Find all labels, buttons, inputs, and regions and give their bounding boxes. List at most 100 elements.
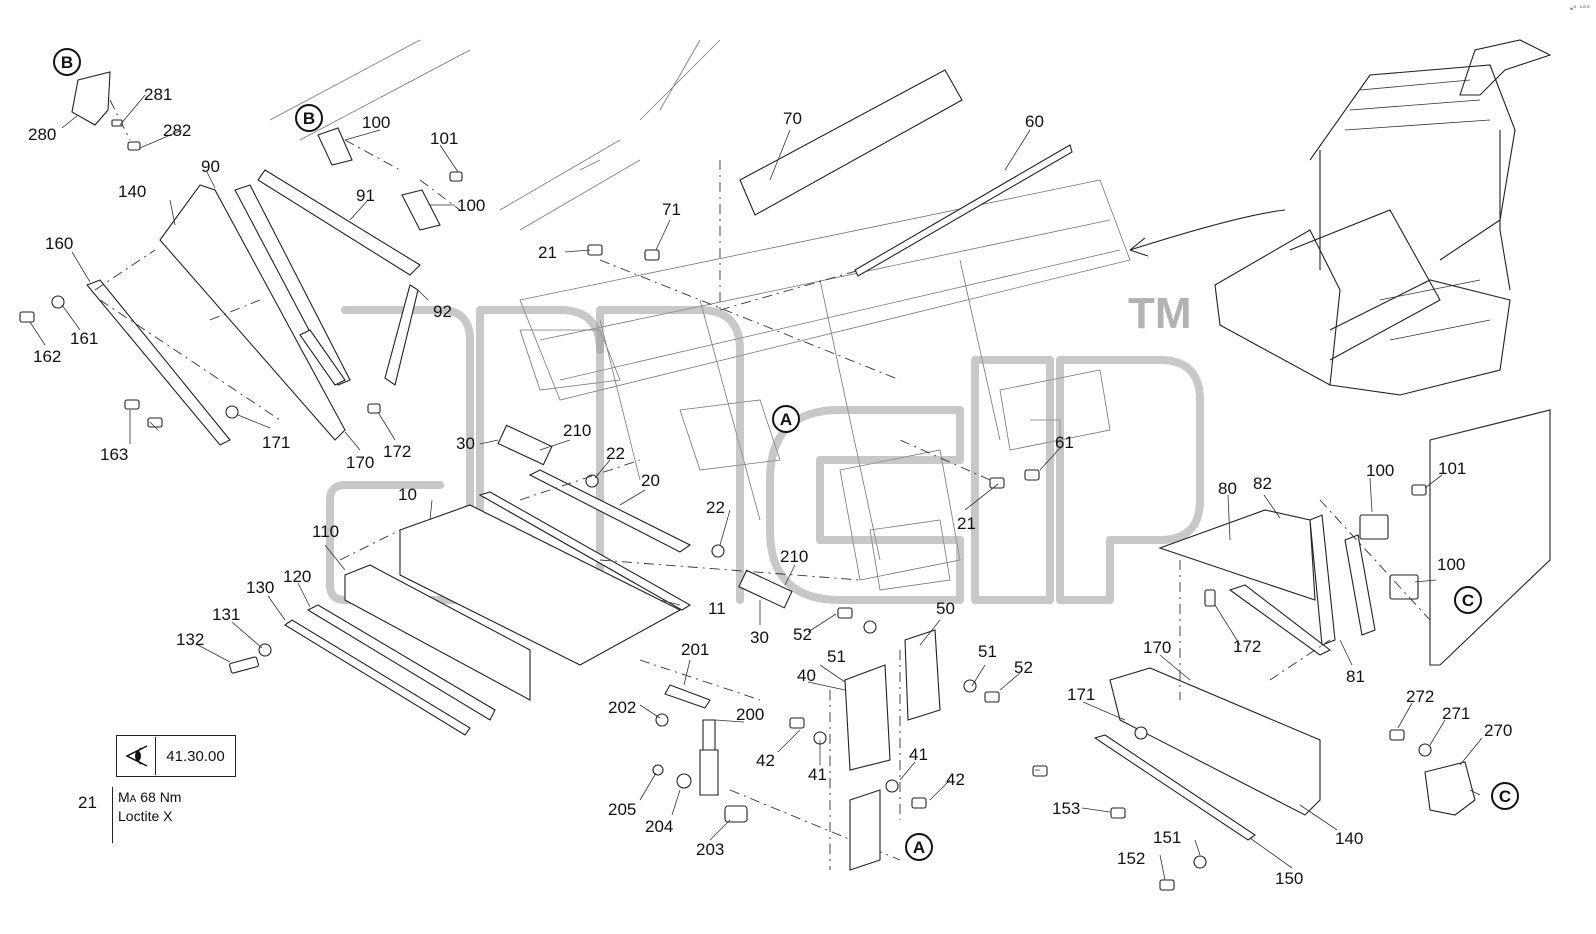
eye-icon [117, 737, 156, 775]
torque-subscript: A [129, 794, 137, 805]
ref-B1: B [53, 48, 81, 76]
callout-132: 132 [176, 630, 204, 649]
callout-170b: 170 [1143, 638, 1171, 657]
callout-272: 272 [1406, 687, 1434, 706]
callout-81: 81 [1346, 667, 1365, 686]
callout-100a: 100 [362, 113, 390, 132]
note-details: MA 68 Nm Loctite X [118, 789, 181, 824]
left-side-plate-group [19, 71, 463, 446]
watermark-logo: TM [326, 289, 1204, 604]
callout-51a: 51 [827, 647, 846, 666]
center-assembly [229, 424, 861, 736]
callout-210a: 210 [563, 421, 591, 440]
curved-arrow-icon [1129, 209, 1286, 251]
callout-21b: 21 [957, 514, 976, 533]
right-side-plate-group [1032, 409, 1551, 891]
svg-text:A: A [780, 410, 792, 429]
callout-91: 91 [356, 186, 375, 205]
torque-line: MA 68 Nm [118, 789, 181, 808]
callout-70: 70 [783, 109, 802, 128]
strut-group [639, 659, 901, 861]
callout-41a: 41 [808, 765, 827, 784]
callout-110: 110 [312, 522, 339, 541]
callout-131: 131 [212, 605, 240, 624]
callout-160: 160 [45, 234, 73, 253]
bracket-group [789, 607, 1000, 871]
callout-172b: 172 [1233, 637, 1261, 656]
callout-282: 282 [163, 121, 191, 140]
svg-text:C: C [1499, 787, 1511, 806]
note-item-number: 21 [78, 793, 97, 812]
corner-mark: •° °°° [1569, 4, 1590, 14]
callout-120: 120 [283, 567, 311, 586]
callout-100d: 100 [1437, 555, 1465, 574]
callout-171b: 171 [1067, 685, 1095, 704]
callout-21a: 21 [538, 243, 557, 262]
svg-text:B: B [303, 109, 315, 128]
callout-71: 71 [662, 200, 681, 219]
callout-100c: 100 [1366, 461, 1394, 480]
callout-205: 205 [608, 800, 636, 819]
ref-B2: B [295, 104, 323, 132]
callout-150: 150 [1275, 869, 1303, 888]
callout-172a: 172 [383, 442, 411, 461]
machine-frame [269, 39, 1131, 591]
callout-170a: 170 [346, 453, 374, 472]
callout-153: 153 [1052, 799, 1080, 818]
callout-60: 60 [1025, 112, 1044, 131]
callout-22b: 22 [706, 498, 725, 517]
callout-100b: 100 [457, 196, 485, 215]
ref-A1: A [772, 405, 800, 433]
callout-42b: 42 [946, 770, 965, 789]
ref-C2: C [1491, 782, 1519, 810]
torque-symbol: M [118, 789, 130, 805]
paver-thumbnail [1129, 39, 1552, 396]
callout-270: 270 [1484, 721, 1512, 740]
callout-51b: 51 [978, 642, 997, 661]
callout-52a: 52 [793, 625, 812, 644]
note-divider [112, 787, 113, 843]
callout-130: 130 [246, 578, 274, 597]
callout-101b: 101 [1438, 459, 1466, 478]
compound-line: Loctite X [118, 808, 173, 824]
svg-text:B: B [61, 53, 73, 72]
torque-value: 68 Nm [140, 789, 182, 805]
callout-281: 281 [144, 85, 172, 104]
callout-90: 90 [201, 157, 220, 176]
reference-note-box: 41.30.00 [116, 735, 236, 777]
deflector-strips [719, 69, 1073, 311]
svg-text:C: C [1462, 591, 1474, 610]
ref-A2: A [905, 833, 933, 861]
callout-30b: 30 [750, 628, 769, 647]
callout-204: 204 [645, 817, 673, 836]
callout-200: 200 [736, 705, 764, 724]
callout-10: 10 [398, 485, 417, 504]
callout-210b: 210 [780, 547, 808, 566]
callout-163: 163 [100, 445, 128, 464]
callout-20: 20 [641, 471, 660, 490]
watermark-tm: TM [1128, 289, 1192, 338]
callout-61: 61 [1055, 433, 1074, 452]
center-bolts [587, 244, 1040, 489]
callout-50: 50 [936, 599, 955, 618]
callout-30a: 30 [456, 434, 475, 453]
callout-203: 203 [696, 840, 724, 859]
callout-171a: 171 [262, 433, 290, 452]
callout-202: 202 [608, 698, 636, 717]
callout-280: 280 [28, 125, 56, 144]
callout-140a: 140 [118, 182, 146, 201]
callout-271: 271 [1442, 704, 1470, 723]
ref-C1: C [1454, 586, 1482, 614]
callout-82: 82 [1253, 474, 1272, 493]
callout-labels: 280 281 282 90 140 160 161 162 163 171 1… [28, 85, 1512, 888]
callout-52b: 52 [1014, 658, 1033, 677]
callout-11: 11 [708, 599, 726, 618]
callout-41b: 41 [909, 745, 928, 764]
callout-162: 162 [33, 347, 61, 366]
reference-code: 41.30.00 [166, 747, 225, 765]
callout-22a: 22 [606, 444, 625, 463]
callout-92: 92 [433, 302, 452, 321]
callout-161: 161 [70, 329, 98, 348]
